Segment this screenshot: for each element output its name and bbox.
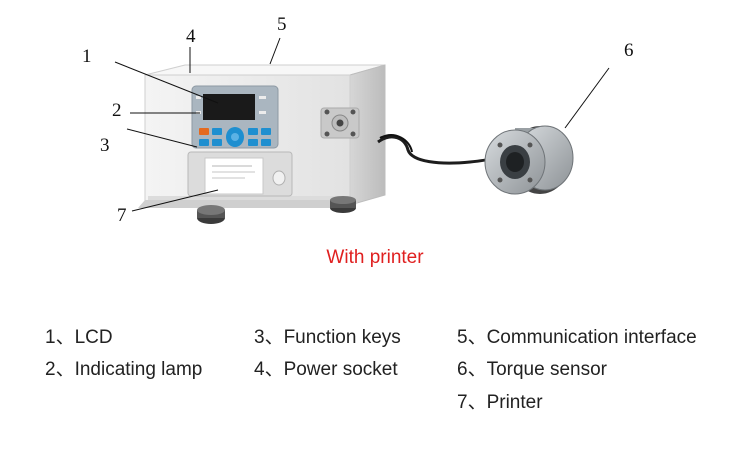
callout-2: 2 xyxy=(112,100,122,121)
legend-item-power-socket: 4、Power socket xyxy=(254,359,398,380)
printer xyxy=(187,151,293,197)
function-keys xyxy=(199,127,271,147)
legend-item-lcd: 1、LCD xyxy=(45,327,113,348)
callout-7: 7 xyxy=(117,205,127,226)
legend-item-communication-interface: 5、Communication interface xyxy=(457,327,697,348)
callout-1: 1 xyxy=(82,46,92,67)
communication-interface xyxy=(320,107,360,139)
caption-with-printer: With printer xyxy=(326,247,424,268)
callout-5: 5 xyxy=(277,14,287,35)
torque-sensor xyxy=(484,125,574,195)
control-panel xyxy=(191,85,279,149)
legend-item-torque-sensor: 6、Torque sensor xyxy=(457,359,607,380)
callout-6: 6 xyxy=(624,40,634,61)
callout-3: 3 xyxy=(100,135,110,156)
legend-item-indicating-lamp: 2、Indicating lamp xyxy=(45,359,203,380)
feet xyxy=(197,196,356,224)
legend-item-function-keys: 3、Function keys xyxy=(254,327,401,348)
legend-item-printer: 7、Printer xyxy=(457,392,543,413)
lcd-display xyxy=(203,94,255,120)
callout-4: 4 xyxy=(186,26,196,47)
leader-lines xyxy=(114,37,610,212)
